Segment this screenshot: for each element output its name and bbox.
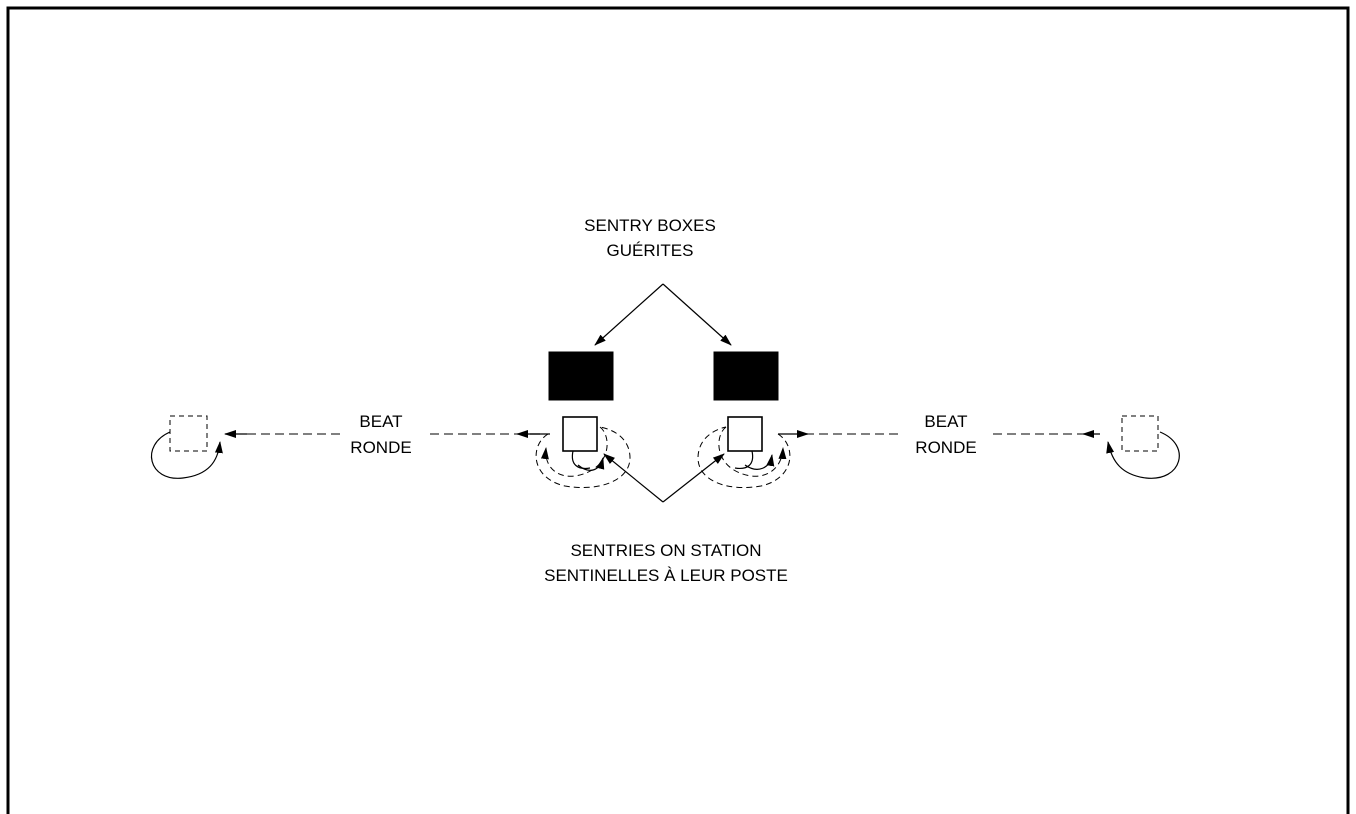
sentry-left: [562, 416, 598, 452]
sentry-boxes-label-en: SENTRY BOXES: [584, 216, 716, 235]
leader-arrow-right-sentry: [662, 453, 725, 503]
sentry-box-right: [713, 351, 779, 401]
sentry-position-far-left: [169, 415, 208, 452]
sentry-position-far-right: [1121, 415, 1159, 452]
beat-label-left-en: BEAT: [359, 412, 402, 431]
sentry-box-left: [548, 351, 614, 401]
sentry-loop-left-inner: [571, 450, 591, 470]
leader-arrow-left-box: [594, 283, 664, 346]
page-frame: [6, 6, 1350, 814]
beat-label-right-en: BEAT: [924, 412, 967, 431]
sentry-loop-left-inner-arrow: [577, 457, 605, 471]
sentry-loop-left-return: [540, 426, 608, 477]
sentries-label-fr: SENTINELLES À LEUR POSTE: [544, 566, 788, 585]
leader-arrow-left-sentry: [603, 453, 664, 503]
beat-label-right-fr: RONDE: [915, 438, 976, 457]
sentries-label-en: SENTRIES ON STATION: [570, 541, 761, 560]
sentry-loop-right-return: [718, 426, 787, 477]
leader-arrow-right-box: [662, 283, 732, 346]
sentry-boxes-label-fr: GUÉRITES: [607, 241, 694, 260]
turn-loop-far-right: [1106, 431, 1180, 479]
sentry-loop-right-inner: [734, 450, 754, 470]
beat-label-left-fr: RONDE: [350, 438, 411, 457]
sentry-right: [727, 416, 763, 452]
sentry-loop-left-outer: [535, 426, 631, 489]
turn-loop-far-left: [151, 431, 223, 479]
sentry-loop-right-inner-arrow: [744, 454, 775, 470]
